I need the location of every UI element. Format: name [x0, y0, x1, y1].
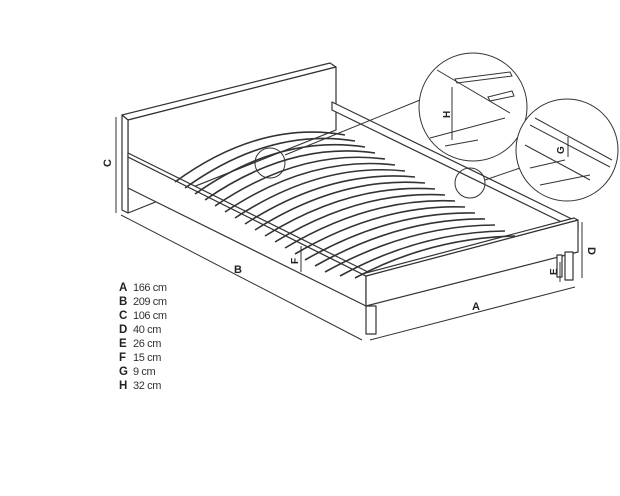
- svg-text:C: C: [102, 159, 114, 167]
- detail-circle-h: [418, 52, 528, 162]
- svg-text:E: E: [549, 268, 560, 275]
- svg-text:G: G: [556, 146, 567, 154]
- svg-text:F: F: [290, 258, 301, 264]
- detail-circle-g: [515, 98, 619, 202]
- svg-text:B: B: [234, 264, 242, 276]
- right-leg: [564, 251, 574, 281]
- detail-marker-h: [254, 147, 286, 179]
- svg-text:D: D: [585, 247, 597, 255]
- slats: [174, 131, 516, 279]
- svg-text:A: A: [472, 301, 480, 313]
- detail-marker-g: [454, 167, 486, 199]
- front-leg: [365, 305, 377, 335]
- headboard: [121, 62, 337, 214]
- svg-text:H: H: [442, 111, 453, 118]
- foot-rail: [361, 217, 579, 307]
